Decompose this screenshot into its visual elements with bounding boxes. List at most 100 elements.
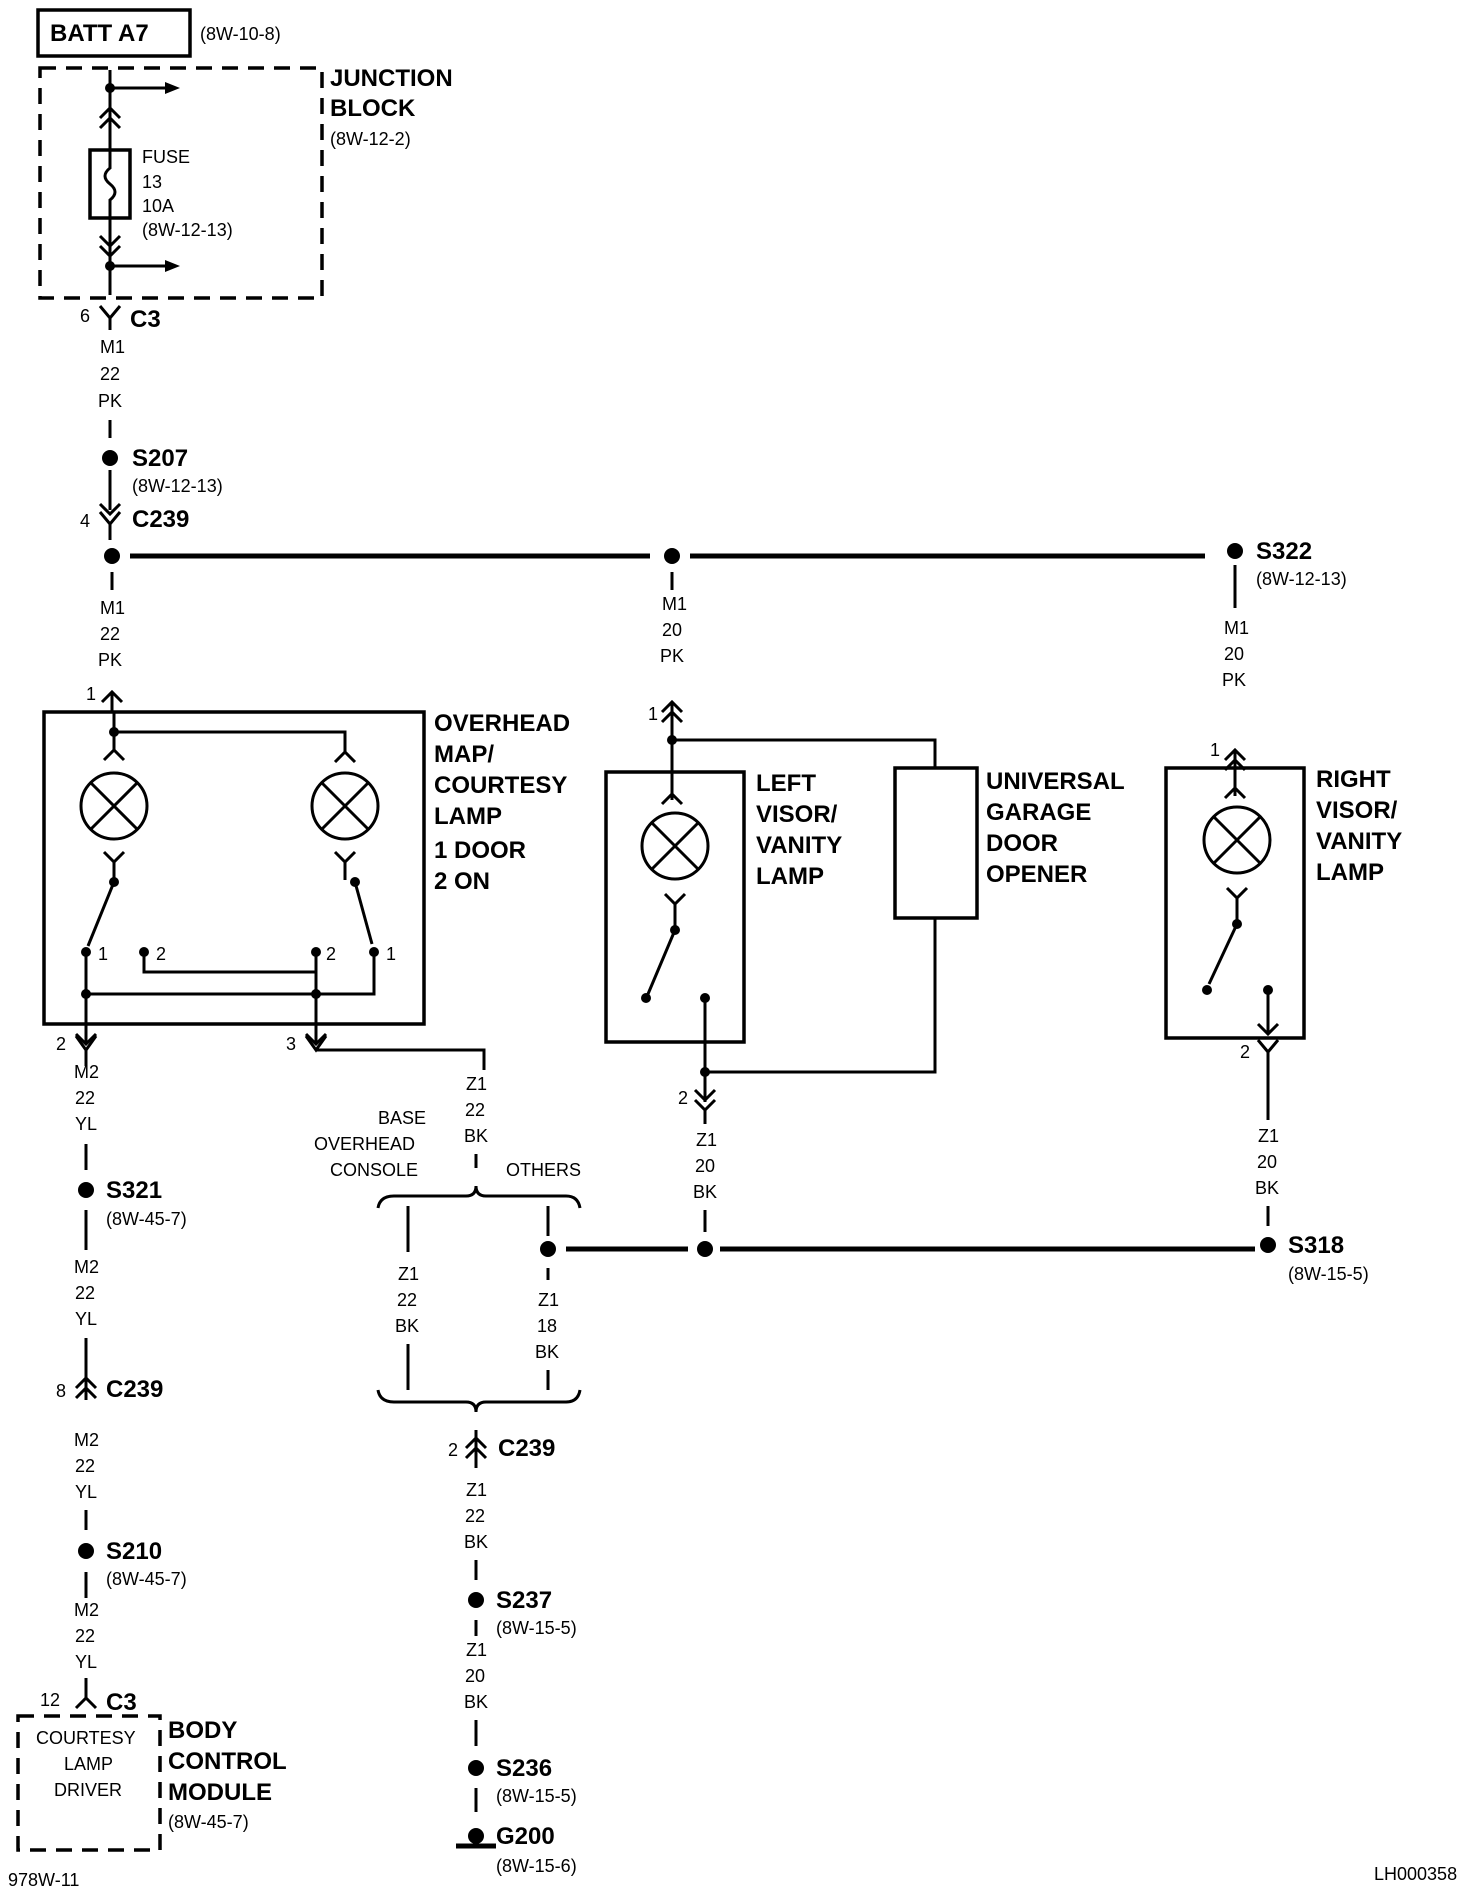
variant-others: OTHERS	[506, 1160, 581, 1180]
left-visor-label-2: VISOR/	[756, 801, 838, 828]
svg-text:BK: BK	[693, 1182, 717, 1202]
left-visor-label-1: LEFT	[756, 770, 816, 797]
overhead-label-4: LAMP	[434, 803, 502, 830]
svg-text:BK: BK	[395, 1316, 419, 1336]
footer-right-code: LH000358	[1374, 1864, 1457, 1884]
footer-left-code: 978W-11	[8, 1870, 79, 1890]
bcm-inner-2: LAMP	[64, 1754, 113, 1774]
svg-text:2: 2	[156, 944, 166, 964]
bus-node-left	[104, 548, 120, 564]
right-visor-label-2: VISOR/	[1316, 797, 1398, 824]
garage-opener-box	[893, 766, 979, 920]
svg-text:2: 2	[1240, 1042, 1250, 1062]
junction-block-outline	[38, 66, 324, 300]
junction-block-ref: (8W-12-2)	[330, 129, 411, 149]
left-visor-box	[604, 770, 746, 1044]
junction-block-title-1: JUNCTION	[330, 65, 453, 92]
wire-lv-color: PK	[660, 646, 684, 666]
left-visor-switch	[646, 929, 677, 995]
c239-top-name: C239	[132, 506, 189, 533]
svg-text:1: 1	[386, 944, 396, 964]
fuse-element	[103, 145, 117, 218]
svg-text:YL: YL	[75, 1309, 97, 1329]
left-visor-pin-in	[660, 699, 684, 740]
garage-label-4: OPENER	[986, 861, 1087, 888]
svg-text:YL: YL	[75, 1652, 97, 1672]
s236-splice	[468, 1760, 484, 1776]
garage-label-3: DOOR	[986, 830, 1058, 857]
variant-base-1: BASE	[378, 1108, 426, 1128]
c3-top-connector	[98, 305, 122, 330]
g200-ref: (8W-15-6)	[496, 1856, 577, 1876]
bus-node-mid	[664, 548, 680, 564]
svg-text:M2: M2	[74, 1062, 99, 1082]
left-visor-label-3: VANITY	[756, 832, 842, 859]
fuse-label-1: FUSE	[142, 147, 190, 167]
wire-ovh-color: PK	[98, 650, 122, 670]
overhead-switch-right	[353, 881, 374, 945]
overhead-label-6: 2 ON	[434, 868, 490, 895]
c239-bottom-connector	[464, 1430, 488, 1468]
left-visor-pin-out	[693, 1072, 717, 1124]
c239-left-connector	[74, 1375, 98, 1400]
wire-rv-gauge: 20	[1224, 644, 1244, 664]
s237-splice	[468, 1592, 484, 1608]
bcm-outline	[16, 1714, 162, 1852]
s207-splice	[102, 450, 118, 466]
c3-top-pin: 6	[80, 306, 90, 326]
s210-splice	[78, 1543, 94, 1559]
svg-text:20: 20	[695, 1156, 715, 1176]
overhead-label-1: OVERHEAD	[434, 710, 570, 737]
svg-text:22: 22	[397, 1290, 417, 1310]
svg-text:Z1: Z1	[466, 1640, 487, 1660]
right-visor-pin-out	[1256, 1039, 1280, 1120]
svg-text:22: 22	[465, 1506, 485, 1526]
svg-text:BK: BK	[464, 1532, 488, 1552]
garage-label-2: GARAGE	[986, 799, 1091, 826]
svg-text:2: 2	[678, 1088, 688, 1108]
svg-text:3: 3	[286, 1034, 296, 1054]
svg-text:22: 22	[75, 1456, 95, 1476]
svg-text:BK: BK	[1255, 1178, 1279, 1198]
svg-text:M2: M2	[74, 1257, 99, 1277]
wire-lv-circuit: M1	[662, 594, 687, 614]
c3-top-name: C3	[130, 306, 161, 333]
fuse-ref: (8W-12-13)	[142, 220, 233, 240]
g200-name: G200	[496, 1823, 555, 1850]
c239-bottom-name: C239	[498, 1435, 555, 1462]
s322-name: S322	[1256, 538, 1312, 565]
wire-top-color: PK	[98, 391, 122, 411]
g200-ground-icon	[456, 1828, 496, 1849]
right-visor-label-3: VANITY	[1316, 828, 1402, 855]
bcm-label-1: BODY	[168, 1717, 237, 1744]
overhead-label-2: MAP/	[434, 741, 494, 768]
overhead-pin-in	[100, 689, 124, 712]
c239-top-pin: 4	[80, 511, 90, 531]
svg-text:Z1: Z1	[466, 1480, 487, 1500]
svg-text:1: 1	[98, 944, 108, 964]
s210-ref: (8W-45-7)	[106, 1569, 187, 1589]
s321-ref: (8W-45-7)	[106, 1209, 187, 1229]
overhead-lamp-left	[79, 771, 149, 841]
s236-ref: (8W-15-5)	[496, 1786, 577, 1806]
svg-text:22: 22	[75, 1088, 95, 1108]
svg-text:2: 2	[448, 1440, 458, 1460]
overhead-lamp-right	[310, 771, 380, 841]
bcm-ref: (8W-45-7)	[168, 1812, 249, 1832]
s207-ref: (8W-12-13)	[132, 476, 223, 496]
s236-name: S236	[496, 1755, 552, 1782]
overhead-pin-in-num: 1	[86, 684, 96, 704]
svg-text:M2: M2	[74, 1430, 99, 1450]
junction-block-title-2: BLOCK	[330, 95, 416, 122]
s318-splice	[1260, 1237, 1276, 1253]
s318-name: S318	[1288, 1232, 1344, 1259]
garage-label-1: UNIVERSAL	[986, 768, 1125, 795]
c3-bottom-connector	[74, 1678, 98, 1710]
left-visor-label-4: LAMP	[756, 863, 824, 890]
wire-ovh-circuit: M1	[100, 598, 125, 618]
svg-text:22: 22	[75, 1283, 95, 1303]
svg-text:22: 22	[465, 1100, 485, 1120]
svg-text:Z1: Z1	[696, 1130, 717, 1150]
svg-text:BK: BK	[464, 1126, 488, 1146]
